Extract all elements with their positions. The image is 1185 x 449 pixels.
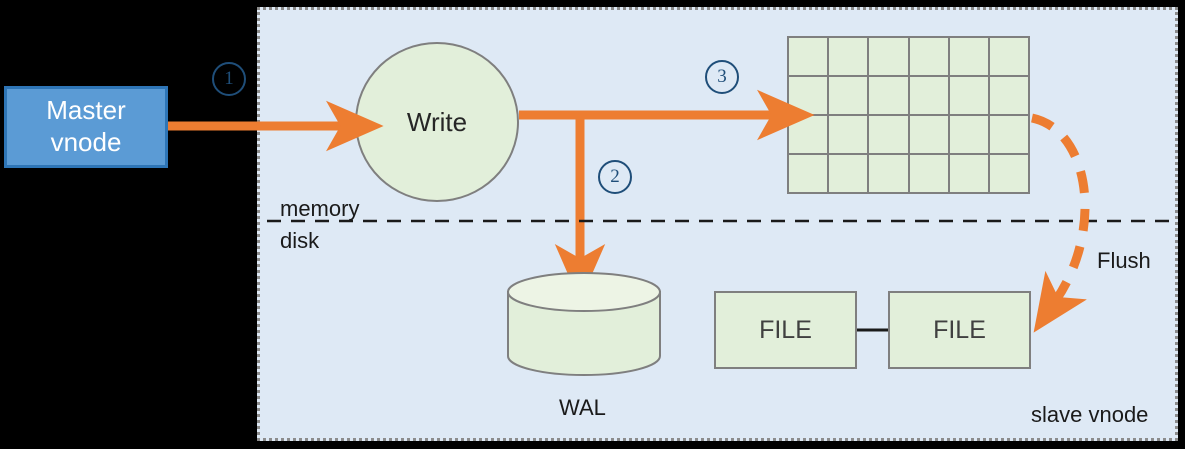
memtable-cell: [829, 77, 868, 114]
memtable-cell: [829, 38, 868, 75]
memtable-cell: [869, 116, 908, 153]
master-vnode-label-line1: Master: [46, 95, 126, 126]
memory-label: memory: [280, 196, 360, 221]
file-box-1-label: FILE: [759, 315, 812, 344]
step-badge-1: 1: [212, 62, 246, 96]
memtable-cell: [949, 116, 988, 153]
step-badge-1-label: 1: [224, 68, 234, 89]
file-box-1[interactable]: FILE: [714, 291, 857, 369]
flush-arrow: [1030, 113, 1090, 333]
memtable-cell: [989, 116, 1028, 153]
memtable-cell: [909, 116, 948, 153]
memtable-cell: [989, 77, 1028, 114]
memtable-cell: [949, 77, 988, 114]
memtable-cell: [989, 155, 1028, 192]
file-box-2[interactable]: FILE: [888, 291, 1031, 369]
write-node-label: Write: [406, 106, 468, 137]
master-vnode-label-line2: vnode: [50, 127, 122, 157]
memtable-cell: [909, 38, 948, 75]
step-badge-3-label: 3: [717, 66, 727, 87]
wal-cylinder[interactable]: [507, 272, 661, 376]
memtable-cell: [869, 77, 908, 114]
slave-vnode-label: slave vnode: [1031, 402, 1149, 427]
file-box-2-label: FILE: [933, 315, 986, 344]
step-badge-2: 2: [598, 160, 632, 194]
memtable-cell: [829, 116, 868, 153]
memtable-cell: [789, 38, 828, 75]
memtable-cell: [829, 155, 868, 192]
step-badge-3: 3: [705, 60, 739, 94]
memtable-grid: [787, 36, 1030, 194]
wal-label: WAL: [559, 395, 606, 420]
memtable-cell: [949, 38, 988, 75]
memtable-cell: [869, 38, 908, 75]
write-node[interactable]: Write: [355, 42, 519, 202]
disk-label: disk: [280, 228, 320, 253]
master-vnode-box[interactable]: Master vnode: [4, 86, 168, 168]
flush-label: Flush: [1097, 248, 1151, 273]
step-badge-2-label: 2: [610, 166, 620, 187]
memtable-cell: [869, 155, 908, 192]
memtable-cell: [989, 38, 1028, 75]
memtable-cell: [909, 77, 948, 114]
memtable-cell: [909, 155, 948, 192]
memtable-cell: [789, 155, 828, 192]
memtable-cell: [949, 155, 988, 192]
